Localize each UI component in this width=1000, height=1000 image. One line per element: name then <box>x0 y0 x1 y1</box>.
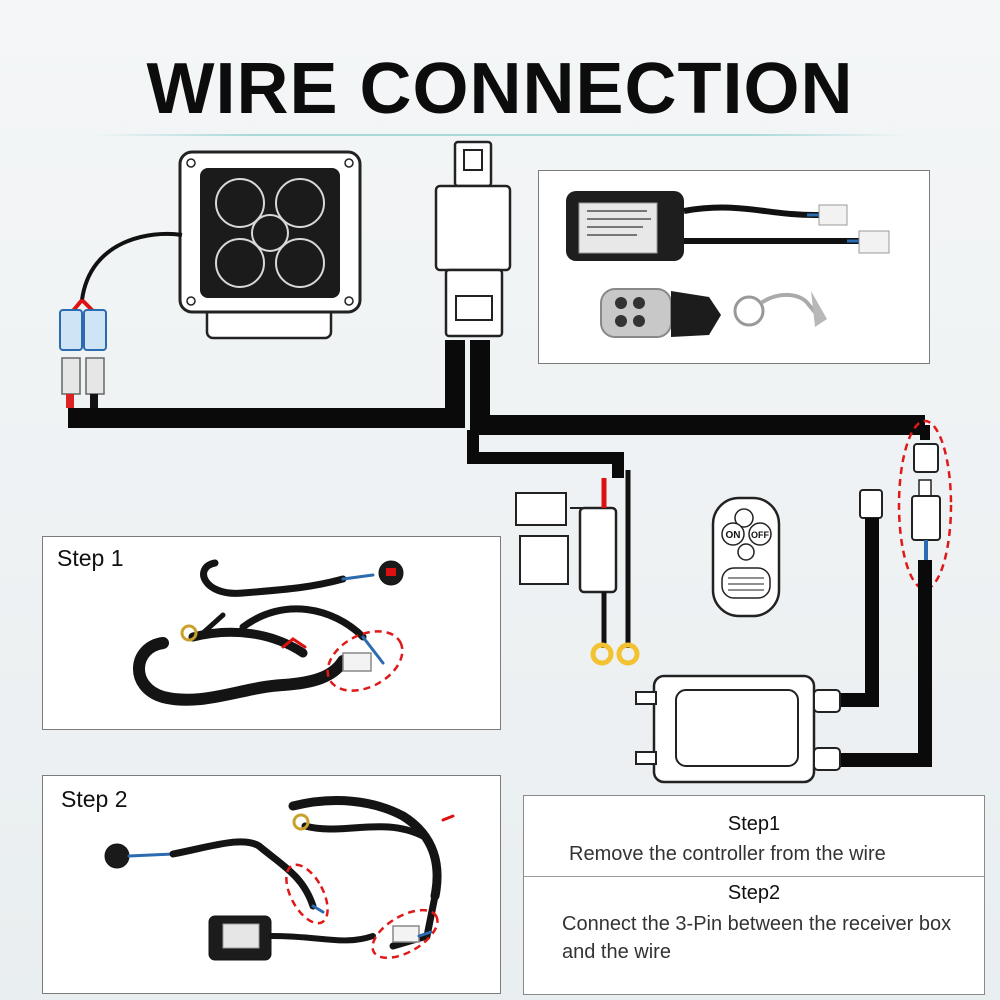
instruction-divider <box>524 876 984 877</box>
step2-panel: Step 2 <box>42 775 501 994</box>
step2-text: Connect the 3-Pin between the receiver b… <box>562 913 952 963</box>
step1-label: Step 1 <box>57 545 124 571</box>
wireless-receiver-photo <box>566 191 890 261</box>
remote-off-label: OFF <box>751 530 769 540</box>
title-divider <box>90 134 910 136</box>
step2-heading: Step2 <box>727 882 781 904</box>
key-fob-remote-photo <box>600 288 827 338</box>
relay <box>434 140 512 338</box>
step1-heading: Step1 <box>727 813 781 835</box>
step1-text: Remove the controller from the wire <box>569 843 886 865</box>
step1-panel: Step 1 <box>42 536 501 730</box>
harness-step2-photo <box>104 796 455 961</box>
harness-step1-photo <box>133 559 404 706</box>
light-quick-connectors <box>59 298 107 408</box>
remote-control-icon: ON OFF <box>711 496 781 618</box>
main-harness <box>68 340 925 478</box>
page-title: WIRE CONNECTION <box>146 49 854 129</box>
instruction-box: Step1 Remove the controller from the wir… <box>523 795 985 995</box>
remote-on-label: ON <box>726 530 741 541</box>
ring-terminal-icon <box>590 642 614 666</box>
led-work-light <box>80 150 362 340</box>
fuse-holder <box>515 470 640 666</box>
ring-terminal-icon <box>616 642 640 666</box>
receiver-box <box>635 674 841 784</box>
step2-label: Step 2 <box>61 786 128 812</box>
receiver-connectors <box>838 419 953 767</box>
receiver-product-panel <box>538 170 930 364</box>
